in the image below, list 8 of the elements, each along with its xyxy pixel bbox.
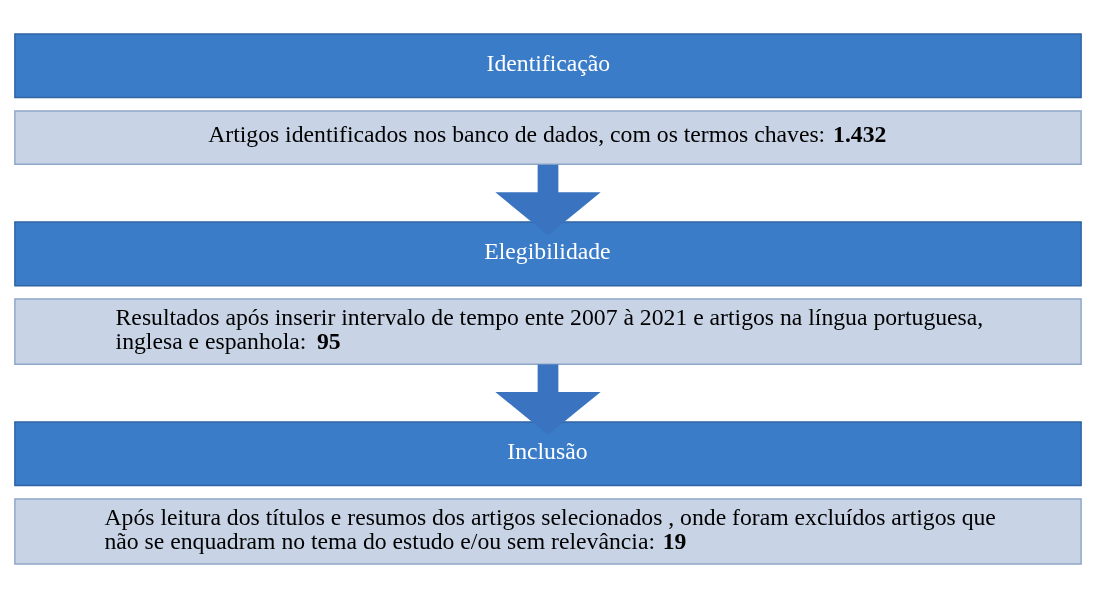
node-box: Inclusão: [14, 420, 1082, 486]
node-box: Após leitura dos títulos e resumos dos artigos selecionados , onde foram excluídos artigos que não se enquadram no tema do estudo e/ou sem relevância: 19: [14, 497, 1082, 565]
node-box: Identificação: [14, 32, 1082, 98]
node-box: Artigos identificados nos banco de dados, com os termos chaves: 1.432: [14, 109, 1082, 165]
arrow: [495, 363, 601, 435]
node-box: Resultados após inserir intervalo de tempo ente 2007 à 2021 e artigos na língua portuguesa, inglesa e espanhola: 95: [14, 297, 1082, 365]
node-box: Elegibilidade: [14, 220, 1082, 286]
arrow: [495, 164, 601, 235]
